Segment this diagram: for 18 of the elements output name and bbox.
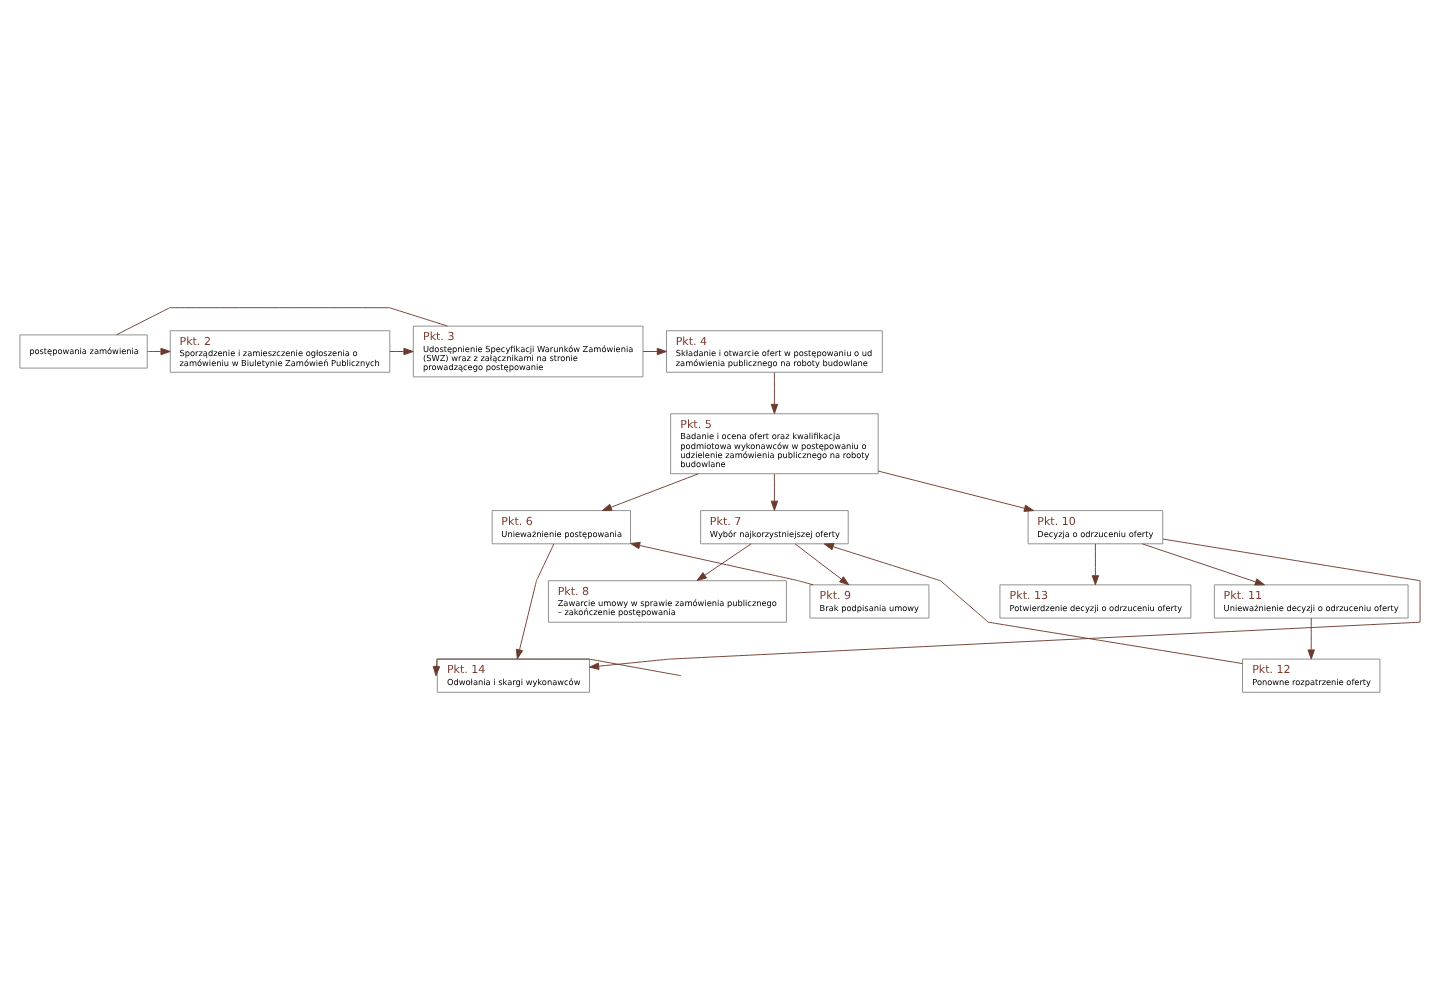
arrow xyxy=(515,543,555,660)
arrow xyxy=(877,470,1035,512)
arrow xyxy=(642,347,667,356)
arrow xyxy=(432,658,682,677)
arrow xyxy=(147,347,171,356)
arrow xyxy=(589,538,1421,670)
arrow xyxy=(601,473,699,512)
arrow xyxy=(630,541,814,586)
arrow xyxy=(1141,543,1265,586)
arrow xyxy=(770,473,779,511)
arrow xyxy=(1091,543,1100,586)
arrow xyxy=(770,372,779,414)
arrow xyxy=(794,543,850,586)
arrow xyxy=(823,543,1243,665)
connector xyxy=(115,307,448,336)
arrow xyxy=(1307,617,1315,660)
arrow xyxy=(389,347,414,356)
arrow xyxy=(696,543,752,581)
